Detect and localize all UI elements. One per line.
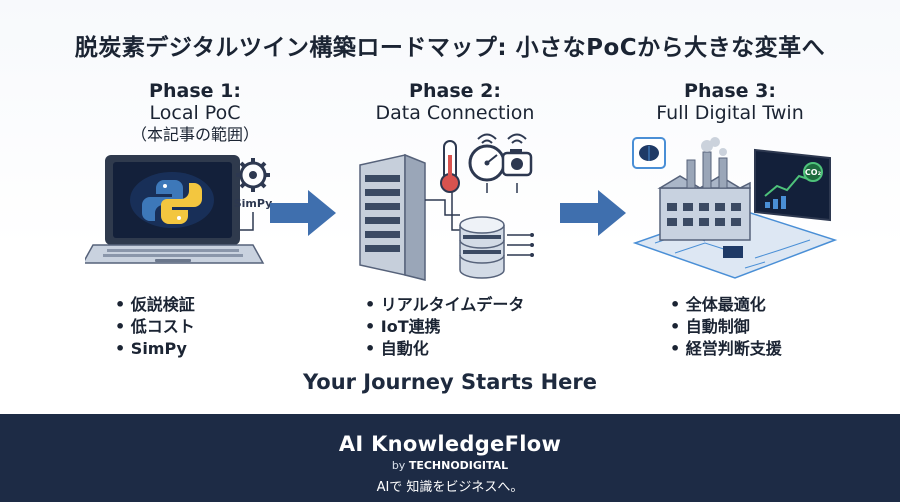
list-item: リアルタイムデータ bbox=[365, 294, 525, 316]
database-icon bbox=[459, 216, 505, 279]
phase-3-title: Phase 3: bbox=[684, 80, 776, 102]
phase-1-heading: Phase 1: Local PoC （本記事の範囲） bbox=[95, 80, 295, 146]
python-logo-icon bbox=[142, 180, 202, 224]
brand-name: AI KnowledgeFlow bbox=[338, 432, 562, 456]
gear-icon bbox=[236, 158, 270, 192]
dashboard-screen-icon: CO₂ bbox=[754, 148, 831, 222]
company-name: TECHNODIGITAL bbox=[408, 459, 509, 472]
phase-3-heading: Phase 3: Full Digital Twin bbox=[620, 80, 840, 124]
arrow-phase2-to-phase3-icon bbox=[560, 190, 626, 236]
journey-caption: Your Journey Starts Here bbox=[302, 370, 598, 394]
phase-2-bullet-list: リアルタイムデータ IoT連携 自動化 bbox=[365, 294, 525, 360]
ai-brain-icon bbox=[632, 137, 666, 169]
list-item: 全体最適化 bbox=[670, 294, 782, 316]
list-item: 自動制御 bbox=[670, 316, 782, 338]
list-item: SimPy bbox=[115, 338, 195, 360]
server-rack-icon bbox=[359, 153, 426, 281]
thermometer-icon bbox=[440, 140, 460, 193]
footer-banner: AI KnowledgeFlow by TECHNODIGITAL AIで 知識… bbox=[0, 414, 900, 502]
camera-icon bbox=[501, 149, 533, 177]
simpy-icon-label: SimPy bbox=[234, 197, 273, 210]
list-item: 経営判断支援 bbox=[670, 338, 782, 360]
byline-prefix: by bbox=[391, 459, 406, 472]
phase-1-note: （本記事の範囲） bbox=[130, 125, 259, 144]
wifi-signal-icon bbox=[477, 133, 527, 144]
page-title: 脱炭素デジタルツイン構築ロードマップ: 小さなPoCから大きな変革へ bbox=[74, 35, 826, 61]
phase-1-title: Phase 1: bbox=[149, 80, 241, 102]
co2-badge-label: CO₂ bbox=[805, 168, 822, 177]
phase-2-heading: Phase 2: Data Connection bbox=[345, 80, 565, 124]
server-iot-database-illustration bbox=[359, 133, 534, 281]
list-item: 仮説検証 bbox=[115, 294, 195, 316]
phase-2-subtitle: Data Connection bbox=[375, 102, 535, 124]
brand-byline: by TECHNODIGITAL bbox=[0, 459, 900, 472]
phase-2-title: Phase 2: bbox=[409, 80, 501, 102]
list-item: IoT連携 bbox=[365, 316, 524, 338]
brand-tagline: AIで 知識をビジネスへ。 bbox=[376, 480, 524, 495]
list-item: 自動化 bbox=[365, 338, 524, 360]
laptop-python-illustration: SimPy bbox=[85, 155, 273, 264]
factory-icon bbox=[657, 137, 751, 241]
arrow-phase1-to-phase2-icon bbox=[270, 190, 336, 236]
phase-3-subtitle: Full Digital Twin bbox=[656, 102, 804, 124]
pressure-gauge-icon bbox=[468, 144, 506, 182]
list-item: 低コスト bbox=[115, 316, 195, 338]
digital-twin-factory-illustration: CO₂ bbox=[632, 137, 838, 279]
main-area: 脱炭素デジタルツイン構築ロードマップ: 小さなPoCから大きな変革へ Phase… bbox=[0, 0, 900, 414]
phase-1-bullet-list: 仮説検証 低コスト SimPy bbox=[115, 294, 195, 360]
phase-3-bullet-list: 全体最適化 自動制御 経営判断支援 bbox=[670, 294, 782, 360]
chip-icon bbox=[723, 246, 743, 258]
phase-1-subtitle: Local PoC bbox=[149, 102, 241, 124]
